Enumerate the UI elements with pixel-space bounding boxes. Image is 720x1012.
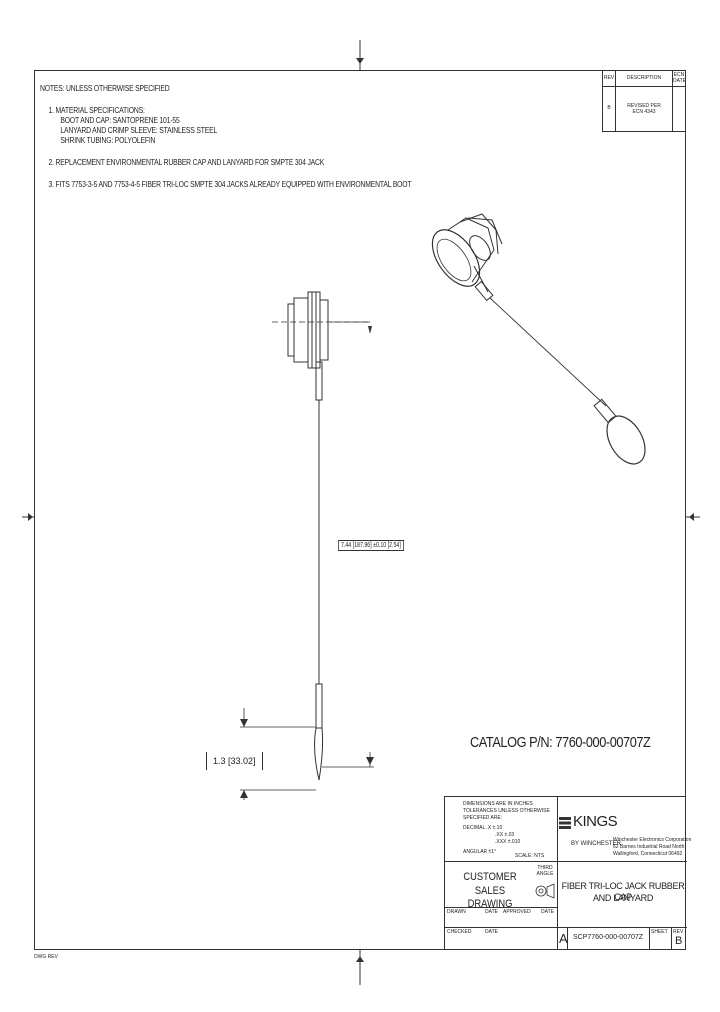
tolerance-note-2: TOLERANCES UNLESS OTHERWISE [463, 808, 550, 814]
lanyard-length-dimension: 7.44 [187.96] ±0.10 [2.54] [338, 540, 404, 551]
company-line-2: 62 Barnes Industrial Road North [613, 844, 685, 850]
tolerance-note-4: DECIMAL .X ±.10 [463, 825, 503, 831]
brand-name: KINGS [573, 813, 618, 830]
third-angle-projection-icon [535, 883, 555, 899]
footer-dwg-rev: DWG REV [34, 954, 58, 960]
sales-drawing-label: SALES DRAWING [467, 885, 513, 910]
diameter-dimension: 1.3 [33.02] [206, 752, 263, 770]
tolerance-note-6: .XXX ±.010 [495, 839, 521, 845]
side-view-drawing [240, 291, 374, 800]
rev-label: REV [673, 929, 684, 935]
note-1-line2: LANYARD AND CRIMP SLEEVE: STAINLESS STEE… [60, 126, 218, 135]
checked-label: CHECKED [447, 929, 472, 935]
company-line-1: Winchester Electronics Corporation [613, 837, 692, 843]
ecn-date-col-header: ECN DATE [673, 72, 686, 84]
notes-heading: NOTES: UNLESS OTHERWISE SPECIFIED [40, 84, 170, 93]
part-description-line-1: FIBER TRI-LOC JACK RUBBER CAP [561, 881, 685, 902]
checked-date-label: DATE [485, 929, 498, 935]
catalog-part-number: CATALOG P/N: 7760-000-00707Z [470, 734, 651, 751]
drawing-frame [34, 70, 686, 950]
tolerance-note-1: DIMENSIONS ARE IN INCHES [463, 801, 533, 807]
title-block: DIMENSIONS ARE IN INCHES TOLERANCES UNLE… [444, 796, 691, 950]
company-line-3: Wallingford, Connecticut 06492 [613, 851, 683, 857]
drawing-number: SCP7760-000-00707Z [573, 934, 644, 941]
tolerance-note-5: .XX ±.03 [495, 832, 515, 838]
note-3: 3. FITS 7753-3-5 AND 7753-4-5 FIBER TRI-… [48, 180, 412, 189]
third-angle-label: THIRD ANGLE [536, 865, 554, 877]
description-col-header: DESCRIPTION [616, 70, 673, 86]
revision-block: REV DESCRIPTION ECN DATE B REVISED PER E… [602, 70, 686, 132]
drawing-size: A [559, 931, 568, 946]
brand-division: BY WINCHESTER [571, 841, 621, 847]
sheet-label: SHEET [651, 929, 668, 935]
rev-row-description: REVISED PER ECN 4343 [616, 87, 673, 131]
rev-col-header: REV [603, 70, 616, 86]
note-2: 2. REPLACEMENT ENVIRONMENTAL RUBBER CAP … [48, 158, 325, 167]
customer-label: CUSTOMER [463, 871, 517, 883]
approved-label: APPROVED [503, 909, 531, 915]
tolerance-note-3: SPECIFIED ARE: [463, 815, 503, 821]
approved-date-label: DATE [541, 909, 554, 915]
tolerance-note-8: SCALE: NTS [515, 853, 545, 859]
note-1-line1: BOOT AND CAP: SANTOPRENE 101-55 [60, 116, 180, 125]
kings-logo-icon [559, 817, 571, 829]
notes-block: NOTES: UNLESS OTHERWISE SPECIFIED 1. MAT… [40, 84, 412, 190]
rev-row-value: B [603, 87, 616, 131]
isometric-view-drawing [431, 213, 646, 465]
note-1-title: 1. MATERIAL SPECIFICATIONS: [48, 106, 145, 115]
drawn-date-label: DATE [485, 909, 498, 915]
part-description-line-2: AND LANYARD [592, 893, 654, 903]
rev-value: B [675, 935, 683, 947]
note-1-line3: SHRINK TUBING: POLYOLEFIN [60, 136, 156, 145]
drawn-label: DRAWN [447, 909, 466, 915]
tolerance-note-7: ANGULAR ±1° [463, 849, 497, 855]
